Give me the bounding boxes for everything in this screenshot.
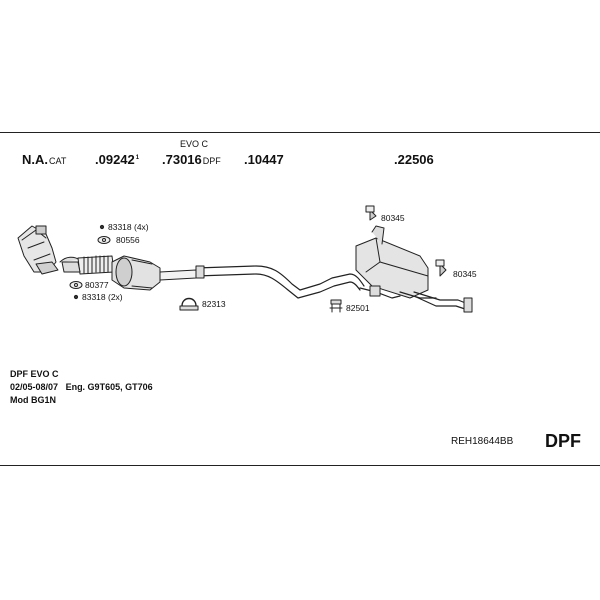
info-engine: Eng. G9T605, GT706 bbox=[65, 382, 153, 392]
label-part-1: .092421 bbox=[95, 153, 139, 166]
clamp-83318-2x bbox=[73, 294, 79, 300]
clamp-82501 bbox=[329, 299, 343, 313]
label-part-3: .10447 bbox=[244, 152, 284, 167]
bottom-border-line bbox=[0, 465, 600, 466]
kit-code: REH18644BB bbox=[451, 436, 514, 447]
gasket-80377 bbox=[69, 281, 83, 289]
label-part-2: .73016DPF bbox=[162, 153, 221, 166]
gasket-80556 bbox=[97, 236, 111, 244]
label-na-suffix: CAT bbox=[49, 156, 67, 166]
label-part-2-main: .73016 bbox=[162, 152, 202, 167]
catalyst-manifold-part bbox=[17, 225, 59, 275]
dpf-label: DPF bbox=[545, 431, 581, 451]
clamp-83318-4x bbox=[99, 224, 105, 230]
part-83318-2x: 83318 (2x) bbox=[82, 292, 123, 302]
hanger-80345-a bbox=[365, 205, 377, 221]
part-80345-a: 80345 bbox=[381, 213, 405, 223]
part-80377: 80377 bbox=[85, 280, 109, 290]
part-82313: 82313 bbox=[202, 299, 226, 309]
label-part-1-sup: 1 bbox=[135, 154, 140, 161]
label-part-2-above: EVO C bbox=[180, 139, 209, 149]
label-na-cat: N.A.CAT bbox=[22, 153, 66, 166]
info-date-range: 02/05-08/07 bbox=[10, 382, 59, 392]
label-part-4: .22506 bbox=[394, 152, 434, 167]
hanger-80345-b bbox=[435, 259, 447, 277]
intermediate-pipe-part bbox=[195, 265, 365, 299]
part-80556: 80556 bbox=[116, 235, 140, 245]
label-part-1-main: .09242 bbox=[95, 152, 135, 167]
label-part-2-suffix: DPF bbox=[202, 156, 221, 166]
top-border-line bbox=[0, 132, 600, 133]
part-80345-b: 80345 bbox=[453, 269, 477, 279]
part-82501: 82501 bbox=[346, 303, 370, 313]
info-line-3: Mod BG1N bbox=[10, 395, 56, 405]
label-na-main: N.A. bbox=[22, 152, 48, 167]
clamp-82313 bbox=[179, 297, 199, 311]
info-line-2: 02/05-08/07 Eng. G9T605, GT706 bbox=[10, 383, 153, 392]
rear-silencer-part bbox=[355, 225, 473, 313]
part-83318-4x: 83318 (4x) bbox=[108, 222, 149, 232]
flex-pipe-part bbox=[59, 255, 115, 275]
dpf-converter-part bbox=[111, 255, 197, 291]
info-line-1: DPF EVO C bbox=[10, 369, 59, 379]
